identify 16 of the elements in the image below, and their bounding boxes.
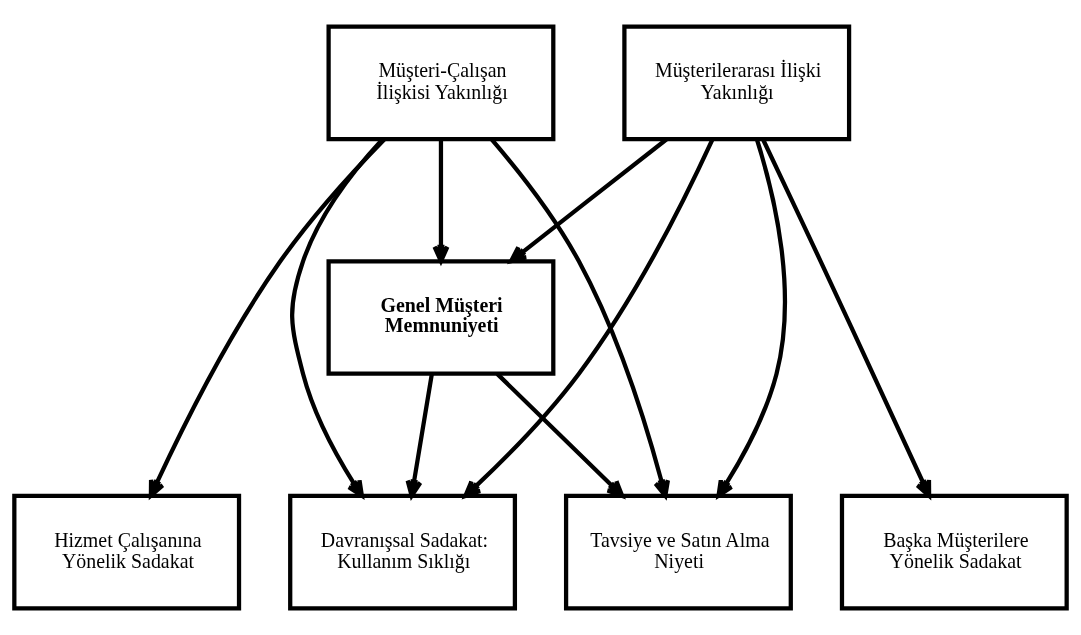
arrow (405, 373, 434, 498)
arrow (432, 139, 450, 264)
node-box: Tavsiye ve Satın Alma Niyeti (563, 493, 793, 611)
arrow (463, 138, 715, 499)
node-box: Hizmet Çalışanına Yönelik Sadakat (12, 493, 242, 611)
arrow (290, 137, 384, 498)
node-box: Genel Müşteri Memnuniyeti (326, 259, 556, 376)
arrow (716, 138, 787, 498)
arrow (761, 138, 932, 498)
node-box: Müşterilerarası İlişki Yakınlığı (622, 24, 852, 142)
node-box: Müşteri-Çalışan İlişkisi Yakınlığı (326, 24, 556, 142)
node-box: Davranışsal Sadakat: Kullanım Sıklığı (288, 493, 518, 611)
arrow (495, 372, 625, 498)
arrow (489, 137, 671, 498)
arrow (148, 137, 386, 498)
node-box: Başka Müşterilere Yönelik Sadakat (839, 493, 1069, 611)
